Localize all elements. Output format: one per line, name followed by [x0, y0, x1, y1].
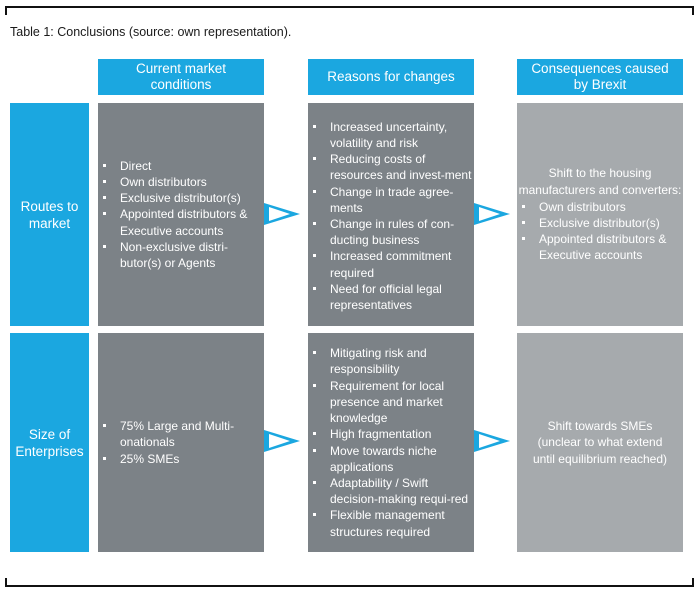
arrow-right-icon	[474, 430, 510, 452]
list-item: Direct	[98, 158, 264, 174]
header-consequences-brexit: Consequences caused by Brexit	[517, 59, 683, 95]
list-item: Increased commitment required	[308, 248, 474, 280]
cell-consequences-size: Shift towards SMEs (unclear to what exte…	[517, 333, 683, 552]
list-item: Own distributors	[98, 174, 264, 190]
list-item: 25% SMEs	[98, 451, 264, 467]
list-item: High fragmentation	[308, 426, 474, 442]
list-item: Exclusive distributor(s)	[98, 190, 264, 206]
cell-reasons-size: Mitigating risk and responsibility Requi…	[308, 333, 474, 552]
cell-reasons-routes: Increased uncertainty, volatility and ri…	[308, 103, 474, 326]
list-item: Mitigating risk and responsibility	[308, 345, 474, 377]
list-item: Change in rules of con-ducting business	[308, 216, 474, 248]
arrow-right-icon	[264, 430, 300, 452]
top-bracket	[5, 6, 694, 15]
list-item: Requirement for local presence and marke…	[308, 378, 474, 427]
list-item: Reducing costs of resources and invest-m…	[308, 151, 474, 183]
bottom-bracket	[5, 578, 694, 587]
consequence-text: Shift towards SMEs (unclear to what exte…	[532, 419, 668, 466]
header-reasons-for-changes: Reasons for changes	[308, 59, 474, 95]
list-item: Appointed distributors & Executive accou…	[98, 206, 264, 238]
row-label-routes-to-market: Routes to market	[10, 103, 89, 326]
list-item: Increased uncertainty, volatility and ri…	[308, 119, 474, 151]
arrow-right-icon	[474, 203, 510, 225]
list-item: Exclusive distributor(s)	[517, 215, 683, 231]
list-item: Need for official legal representatives	[308, 281, 474, 313]
cell-consequences-routes: Shift to the housing manufacturers and c…	[517, 103, 683, 326]
list-item: Flexible management structures required	[308, 507, 474, 539]
list-item: Adaptability / Swift decision-making req…	[308, 475, 474, 507]
list-item: Change in trade agree-ments	[308, 184, 474, 216]
header-current-market-conditions: Current market conditions	[98, 59, 264, 95]
list-item: 75% Large and Multi-onationals	[98, 418, 264, 450]
arrow-right-icon	[264, 203, 300, 225]
list-item: Own distributors	[517, 199, 683, 215]
list-item: Non-exclusive distri-butor(s) or Agents	[98, 239, 264, 271]
table-caption: Table 1: Conclusions (source: own repres…	[10, 25, 292, 39]
row-label-size-of-enterprises: Size of Enterprises	[10, 333, 89, 552]
list-item: Appointed distributors & Executive accou…	[517, 231, 683, 263]
cell-current-routes: Direct Own distributors Exclusive distri…	[98, 103, 264, 326]
cell-current-size: 75% Large and Multi-onationals 25% SMEs	[98, 333, 264, 552]
consequence-intro: Shift to the housing manufacturers and c…	[518, 166, 682, 197]
list-item: Move towards niche applications	[308, 443, 474, 475]
